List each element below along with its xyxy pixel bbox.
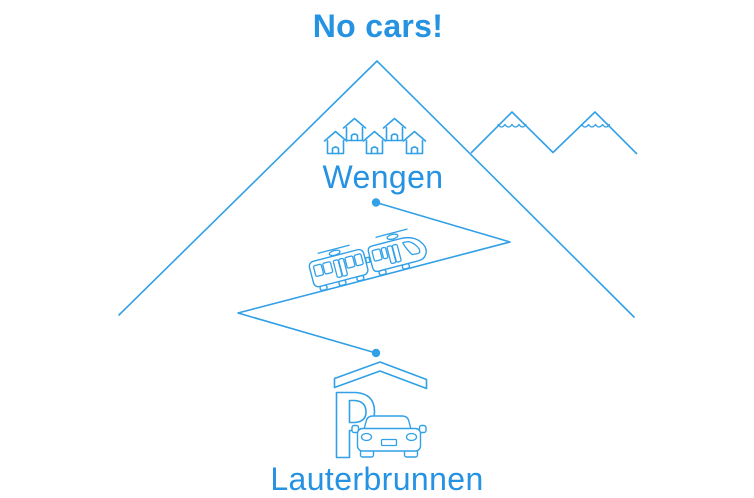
snow-line-right: [580, 123, 611, 128]
train-front-car: [367, 236, 427, 276]
station-dot-lauterbrunnen: [371, 348, 381, 358]
label-lauterbrunnen: Lauterbrunnen: [270, 461, 484, 497]
car-icon: [351, 415, 427, 458]
label-wengen: Wengen: [322, 159, 444, 195]
pantograph-icon: [375, 228, 408, 241]
railway-zigzag-line: [237, 201, 511, 354]
house-icon: [323, 130, 348, 155]
headlight-icon: [360, 432, 373, 442]
snow-line-left: [497, 123, 527, 128]
mountain-icon: [118, 60, 635, 318]
train-coupler: [364, 256, 371, 264]
snowy-peaks-icon: [470, 111, 638, 155]
license-plate: [380, 438, 398, 447]
garage-roof: [333, 361, 428, 390]
houses-icon: [323, 117, 427, 155]
cogwheel-train-icon: [308, 228, 427, 292]
headlight-icon: [405, 432, 418, 442]
house-icon: [342, 117, 367, 142]
house-icon: [362, 130, 387, 155]
house-icon: [382, 117, 407, 142]
house-icon: [402, 130, 427, 155]
parking-garage-icon: [333, 361, 428, 459]
train-rear-car: [308, 248, 369, 292]
station-dot-wengen: [371, 198, 381, 207]
page-title: No cars!: [312, 8, 444, 44]
